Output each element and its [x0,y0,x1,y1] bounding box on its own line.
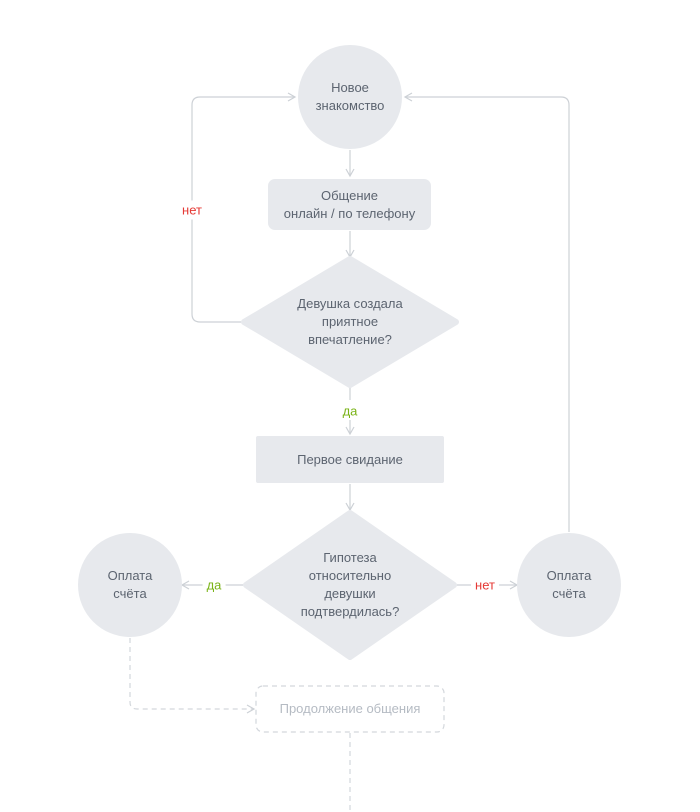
edge-label-impression-no: нет [182,200,202,220]
node-new-acquaintance-shape [298,45,402,149]
node-impression-question-shape [241,256,459,388]
node-new-acquaintance-label: Новое знакомство [315,80,385,113]
node-continue-communication-shape [255,685,445,733]
edge-label-hypothesis-no: нет [471,577,499,593]
node-communication-label: Общение онлайн / по телефону [283,187,416,221]
node-pay-bill-left-shape [78,533,182,637]
node-hypothesis-question-shape [243,510,457,660]
edge-pay-right-loop [403,92,570,532]
node-first-date-shape [256,436,444,483]
node-communication-shape [268,179,431,230]
node-first-date-label: Первое свидание [297,451,403,467]
node-hypothesis-question-label: Гипотеза относительно девушки подтвердил… [300,550,400,619]
edge-label-impression-yes: да [342,403,358,419]
node-pay-bill-right-shape [517,533,621,637]
node-pay-bill-left-label: Оплата счёта [107,568,153,601]
node-pay-bill-right-label: Оплата счёта [546,568,592,601]
edge-label-hypothesis-yes: да [202,577,226,593]
node-impression-question-label: Девушка создала приятное впечатление? [297,296,403,347]
node-continue-communication-label: Продолжение общения [279,701,421,716]
edge-pay-left-to-continue [129,638,256,714]
